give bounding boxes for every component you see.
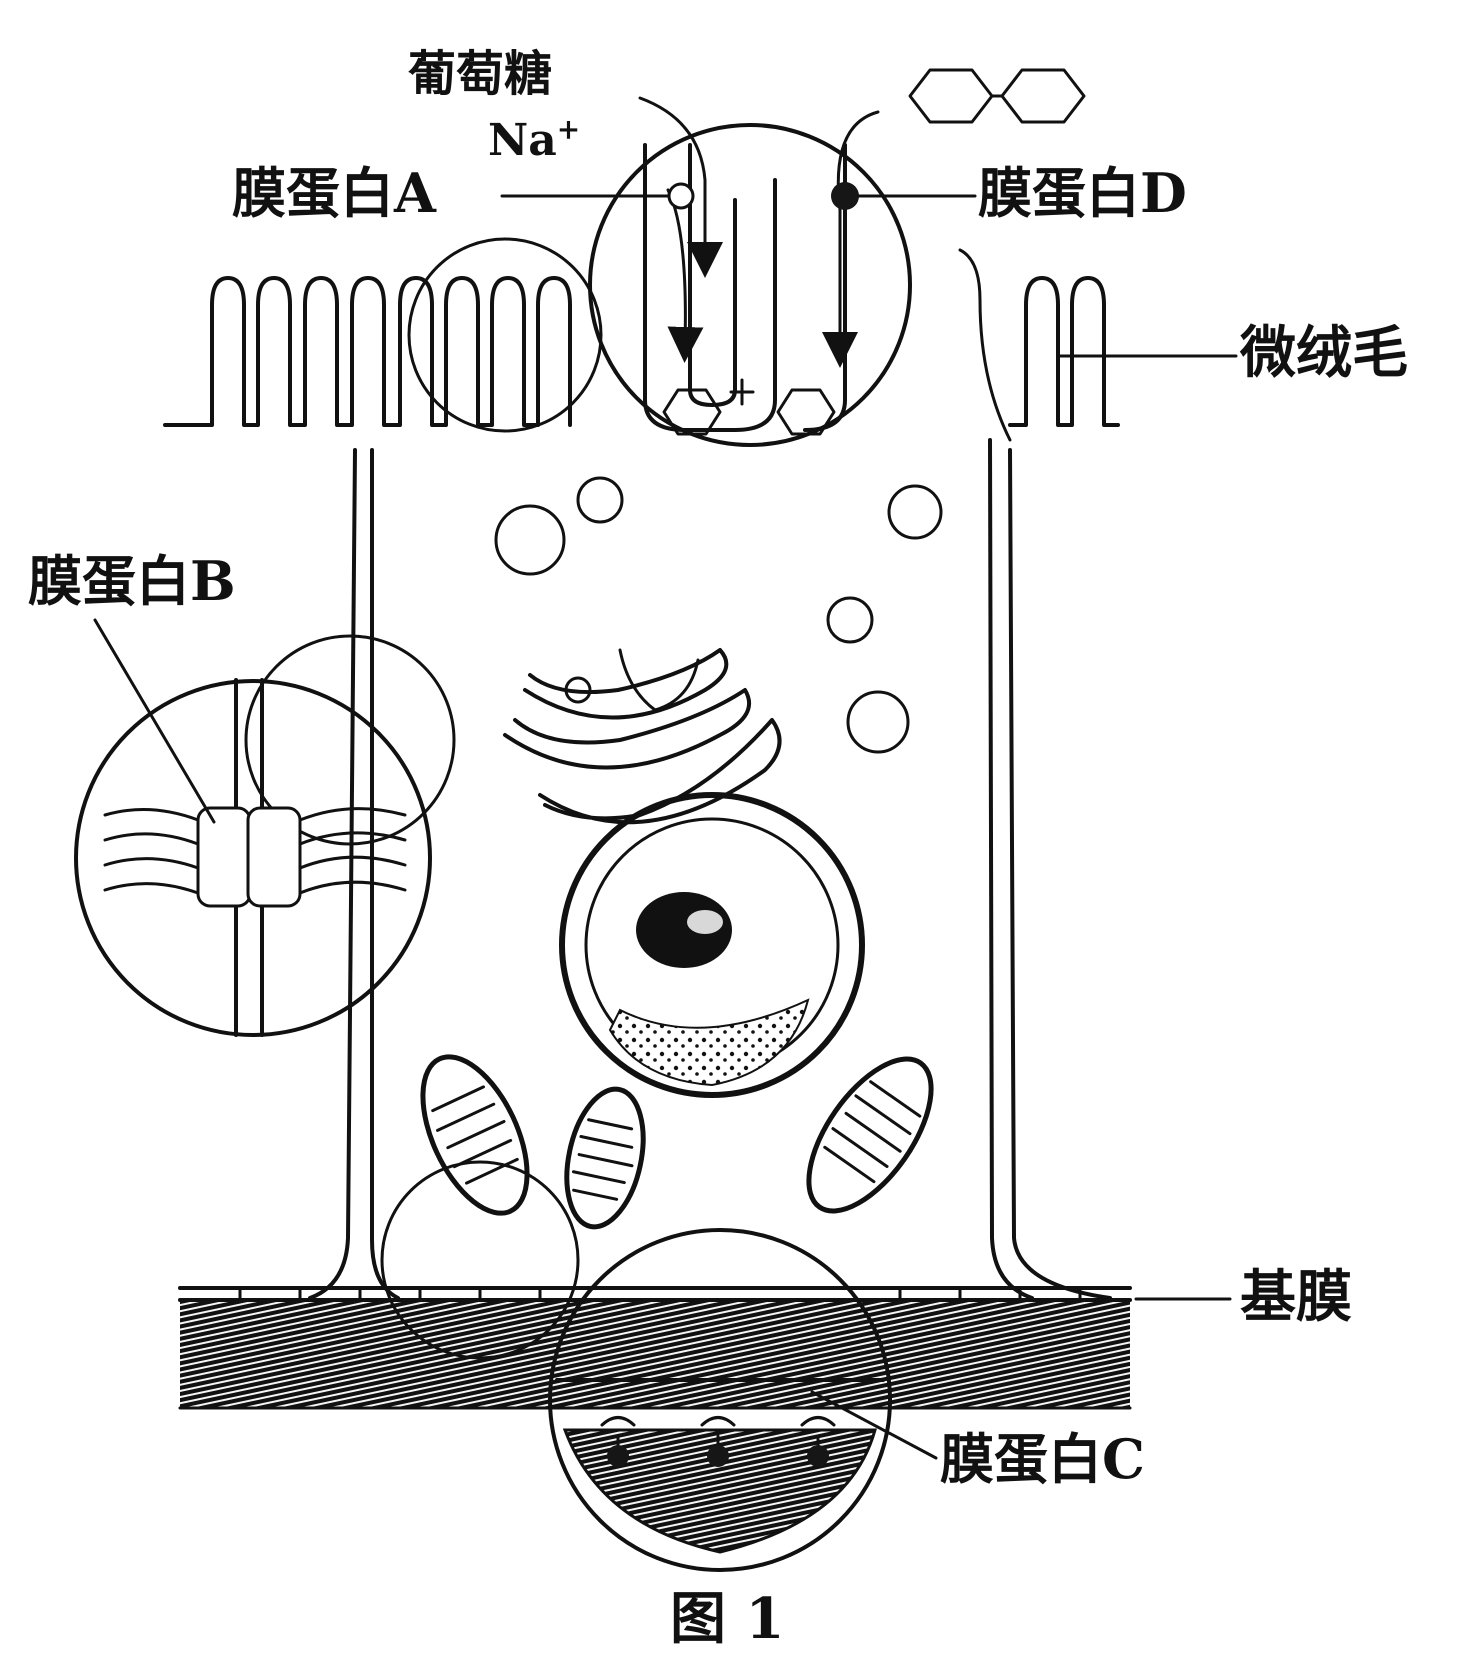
protein-d-marker xyxy=(831,182,859,210)
sodium-label: Na+ xyxy=(488,113,580,167)
protein-a-label: 膜蛋白A xyxy=(232,161,437,225)
protein-a-marker xyxy=(669,184,693,208)
junction-zoom-circle xyxy=(76,620,454,1035)
protein-c-label: 膜蛋白C xyxy=(940,1427,1145,1491)
protein-d-label: 膜蛋白D xyxy=(978,161,1187,225)
figure-caption: 图 1 xyxy=(670,1586,784,1652)
glucose-label: 葡萄糖 xyxy=(408,46,552,102)
basement-membrane xyxy=(180,1288,1130,1408)
protein-b-label: 膜蛋白B xyxy=(28,549,236,613)
zoom-circle-top xyxy=(409,98,910,445)
basement-membrane-label: 基膜 xyxy=(1240,1264,1352,1330)
nucleus xyxy=(562,795,862,1095)
disaccharide-icon xyxy=(910,70,1084,122)
microvilli-label: 微绒毛 xyxy=(1239,320,1408,386)
